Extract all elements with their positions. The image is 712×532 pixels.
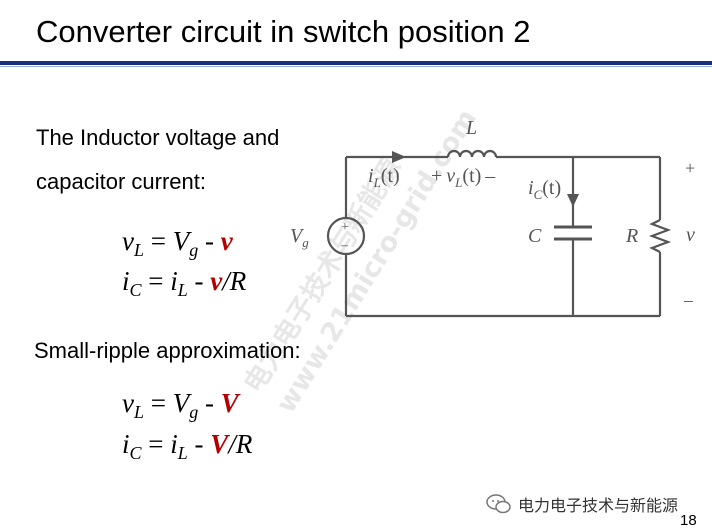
output-plus-sign: +: [685, 158, 695, 178]
resistor-label: R: [625, 225, 638, 247]
vg-label: Vg: [290, 225, 309, 250]
footer-brand: 电力电子技术与新能源: [486, 492, 678, 516]
big-v-highlight: V: [220, 388, 239, 418]
intro-line-1: The Inductor voltage and: [36, 125, 280, 150]
output-minus-sign: –: [683, 290, 694, 310]
wechat-icon: [486, 494, 511, 514]
output-v-label: v: [686, 224, 695, 246]
equation-ic-approx: iC = iL - V/R: [122, 429, 253, 463]
vl-label: +vL(t)–: [431, 165, 496, 190]
intro-line-2: capacitor current:: [36, 169, 206, 194]
page-number: 18: [680, 512, 697, 529]
title-rule-thin: [0, 66, 712, 67]
small-ripple-heading: Small-ripple approximation:: [34, 338, 301, 363]
ic-label: iC(t): [528, 177, 561, 202]
circuit-diagram: + – L iL(t) +vL(t)– iC(t) C R Vg + v –: [290, 117, 695, 318]
big-v-highlight: V: [210, 429, 229, 459]
source-minus-sign: –: [340, 238, 349, 253]
equation-vl: vL = Vg - v: [122, 226, 233, 260]
inductor-coil: [446, 149, 498, 158]
voltage-source: [326, 216, 366, 256]
small-v-highlight: v: [210, 266, 223, 296]
capacitor-label: C: [528, 225, 542, 247]
inductor-label: L: [465, 117, 477, 139]
title-rule: [0, 61, 712, 65]
ic-arrow-icon: [567, 194, 579, 207]
source-plus-sign: +: [341, 220, 349, 235]
footer-text: 电力电子技术与新能源: [518, 498, 679, 515]
slide-title: Converter circuit in switch position 2: [36, 14, 531, 49]
il-arrow-icon: [392, 151, 406, 163]
small-v-highlight: v: [220, 226, 233, 256]
resistor-zigzag: [648, 219, 672, 253]
equation-ic: iC = iL - v/R: [122, 266, 247, 300]
il-label: iL(t): [368, 165, 400, 190]
equation-vl-approx: vL = Vg - V: [122, 388, 239, 422]
